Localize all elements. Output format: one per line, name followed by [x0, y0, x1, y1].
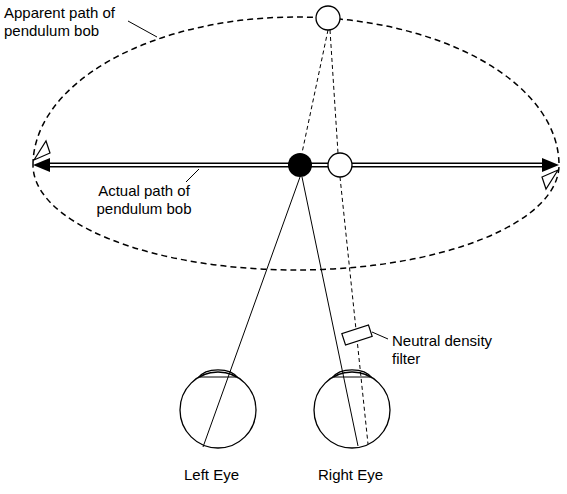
filter-label: Neutral density filter [392, 332, 497, 368]
sight-line [203, 177, 300, 447]
apparent-path [33, 17, 559, 270]
eye-label: Right Eye [318, 466, 408, 484]
neutral-density-filter [342, 325, 372, 345]
path-label: Actual path of pendulum bob [88, 182, 200, 218]
open-arrowhead [34, 141, 50, 160]
open-arrowhead [542, 170, 558, 189]
leader-line [186, 169, 199, 182]
path-label: Apparent path of pendulum bob [4, 4, 132, 40]
left-eye [180, 370, 256, 448]
arrowhead [542, 158, 559, 172]
arrowhead [33, 158, 50, 172]
delayed-bob [328, 153, 352, 177]
leader-line [372, 332, 388, 339]
right-eye [314, 370, 390, 448]
leader-line [128, 21, 157, 37]
pendulum-bob [288, 153, 312, 177]
sight-line [302, 177, 358, 446]
delayed-sight-line [340, 177, 368, 444]
apparent-sight-line [330, 30, 338, 153]
apparent-sight-line [302, 30, 328, 153]
eye-label: Left Eye [184, 466, 264, 484]
apparent-bob [316, 6, 340, 30]
